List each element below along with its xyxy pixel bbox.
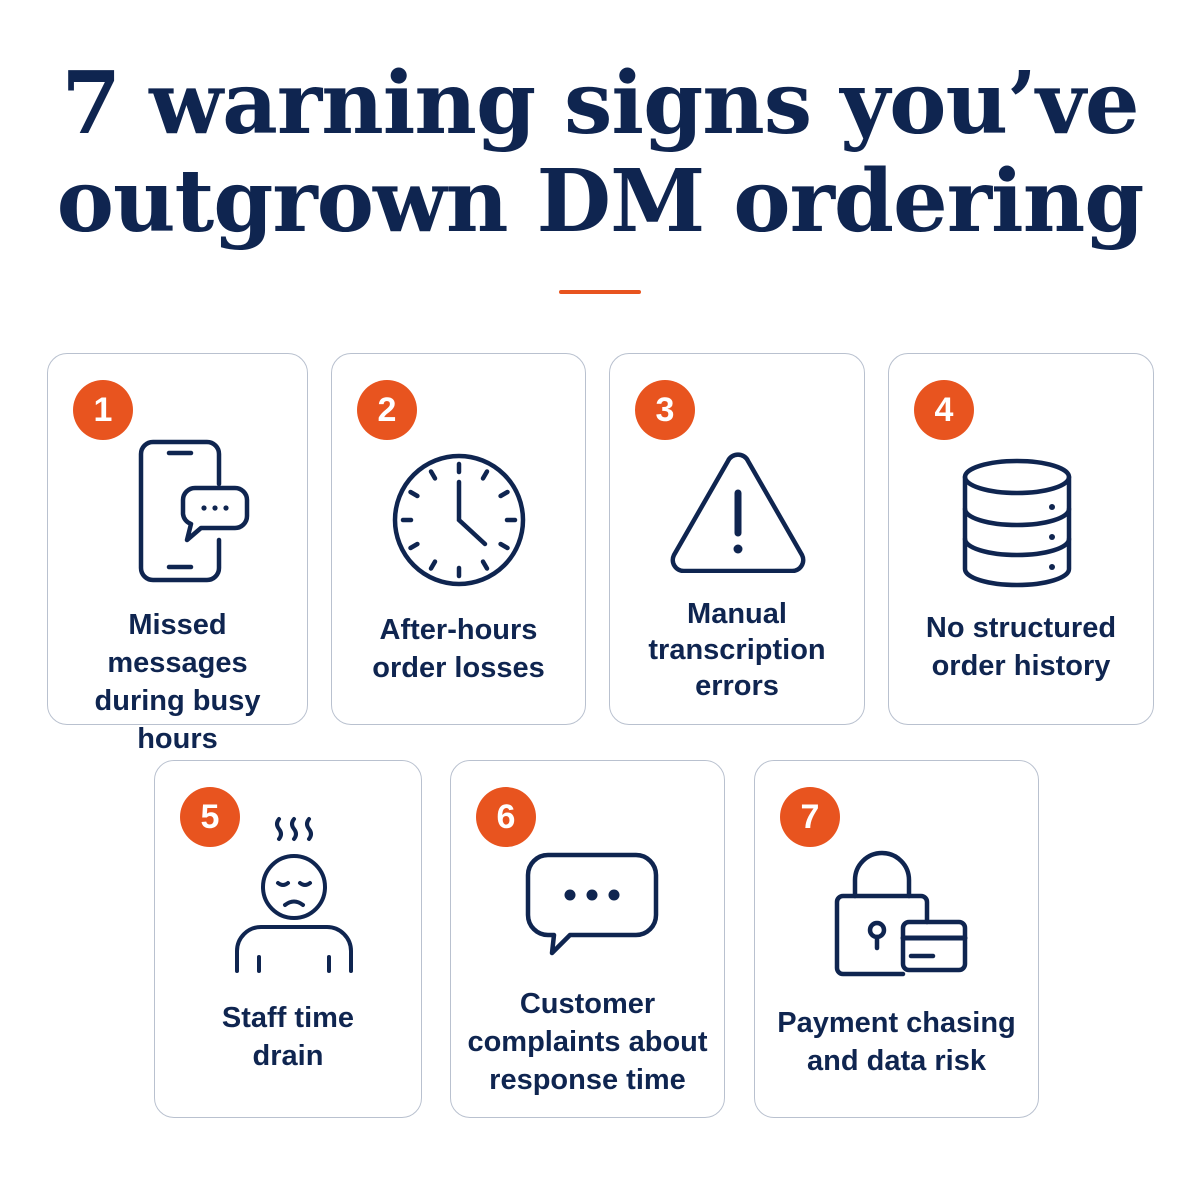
warning-card-2: 2 After-hours order losses <box>331 353 586 725</box>
card-label: Staff time drain <box>221 1002 355 1072</box>
database-icon <box>960 457 1074 589</box>
warning-triangle-icon <box>668 451 808 573</box>
card-label: Manual transcription errors <box>648 598 826 702</box>
number-badge: 1 <box>73 380 133 440</box>
clock-icon <box>391 452 527 588</box>
card-label: No structured order history <box>925 612 1117 682</box>
number-badge: 2 <box>357 380 417 440</box>
number-badge: 4 <box>914 380 974 440</box>
card-label: After-hours order losses <box>372 614 545 684</box>
number-badge: 6 <box>476 787 536 847</box>
warning-card-3: 3 Manual transcription errors <box>609 353 865 725</box>
number-badge: 7 <box>780 787 840 847</box>
speech-bubble-icon <box>524 851 660 959</box>
title-divider <box>559 290 641 294</box>
warning-card-7: 7 Payment chasing and data risk <box>754 760 1039 1118</box>
card-label: Payment chasing and data risk <box>777 1007 1016 1077</box>
tired-person-icon <box>229 811 359 976</box>
warning-card-6: 6 Customer complaints about response tim… <box>450 760 725 1118</box>
warning-card-4: 4 No structured order history <box>888 353 1154 725</box>
warning-card-5: 5 Staff time drain <box>154 760 422 1118</box>
card-label: Missed messages during busy hours <box>94 609 261 755</box>
warning-card-1: 1 Missed messages during busy hours <box>47 353 308 755</box>
phone-chat-icon <box>133 436 253 586</box>
number-badge: 5 <box>180 787 240 847</box>
title-line-1: 7 warning signs you’ve <box>61 53 1139 154</box>
title-line-2: outgrown DM ordering <box>56 151 1145 252</box>
number-badge: 3 <box>635 380 695 440</box>
card-label: Customer complaints about response time <box>467 988 708 1096</box>
lock-card-icon <box>833 844 971 980</box>
page-title: 7 warning signs you’ve outgrown DM order… <box>0 55 1200 251</box>
